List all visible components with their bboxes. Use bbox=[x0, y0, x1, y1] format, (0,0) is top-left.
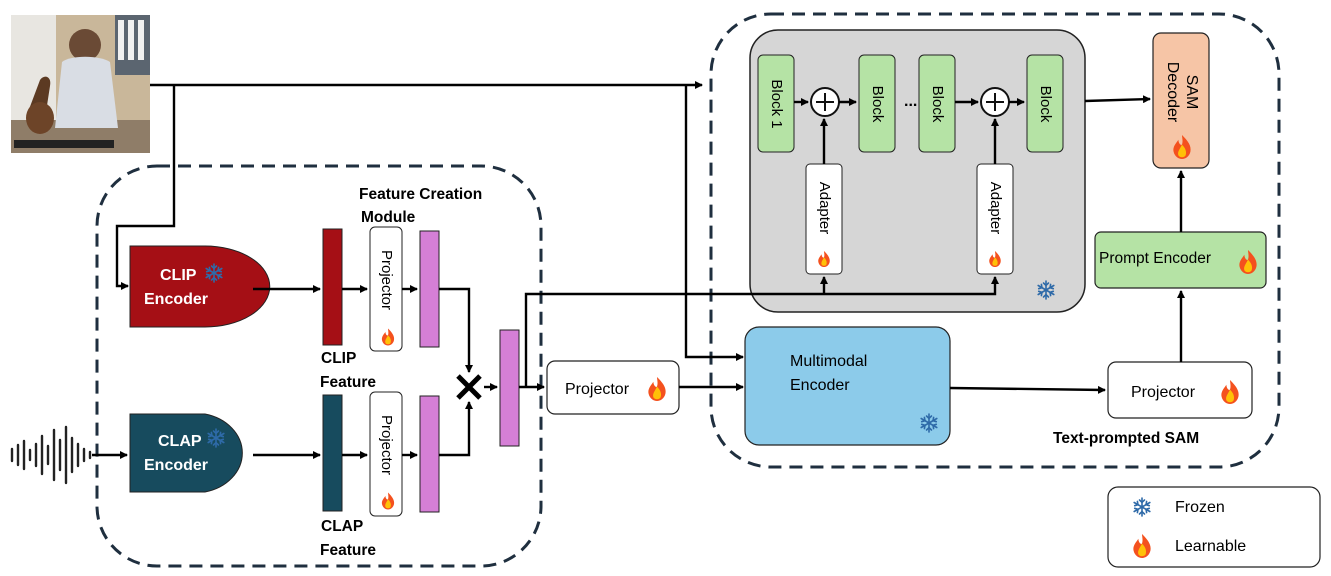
input-image bbox=[11, 15, 150, 153]
multiply-icon bbox=[456, 374, 482, 400]
svg-text:SAM: SAM bbox=[1183, 75, 1200, 110]
svg-text:CLAP: CLAP bbox=[158, 433, 202, 450]
svg-text:Projector: Projector bbox=[565, 381, 630, 398]
fusion-projector: Projector bbox=[546, 360, 680, 415]
svg-text:Prompt Encoder: Prompt Encoder bbox=[1099, 250, 1211, 267]
multimodal-encoder: Multimodal Encoder bbox=[744, 326, 951, 446]
feature-creation-module-region bbox=[95, 164, 543, 568]
sam-decoder: SAM Decoder bbox=[1152, 32, 1210, 169]
clip-feature-label: CLIP bbox=[321, 350, 356, 367]
clip-projected-feature bbox=[419, 230, 440, 348]
add-circle-2 bbox=[980, 87, 1010, 117]
svg-text:CLIP: CLIP bbox=[160, 267, 197, 284]
audio-waveform-icon bbox=[10, 425, 92, 485]
block-ellipsis: ... bbox=[904, 93, 917, 110]
svg-text:Adapter: Adapter bbox=[987, 182, 1004, 235]
svg-text:Decoder: Decoder bbox=[1164, 62, 1181, 123]
clap-projector: Projector bbox=[369, 391, 403, 517]
svg-text:Multimodal: Multimodal bbox=[790, 353, 867, 370]
svg-text:Projector: Projector bbox=[378, 250, 395, 310]
clap-projected-feature bbox=[419, 395, 440, 513]
clip-feature-bar bbox=[322, 228, 343, 346]
prompt-encoder: Prompt Encoder bbox=[1094, 231, 1267, 289]
svg-text:Projector: Projector bbox=[1131, 384, 1196, 401]
adapter-2: Adapter bbox=[976, 163, 1014, 275]
legend: Frozen Learnable bbox=[1107, 486, 1321, 568]
add-circle-1 bbox=[810, 87, 840, 117]
adapter-1: Adapter bbox=[805, 163, 843, 275]
svg-text:Encoder: Encoder bbox=[144, 291, 208, 308]
clip-projector: Projector bbox=[369, 226, 403, 352]
clap-encoder: CLAP Encoder bbox=[129, 413, 243, 493]
clip-encoder: CLIP Encoder bbox=[129, 245, 271, 328]
fused-feature bbox=[499, 329, 520, 447]
svg-text:Encoder: Encoder bbox=[790, 377, 850, 394]
clip-feature-label-2: Feature bbox=[320, 374, 376, 391]
connectors bbox=[92, 81, 1185, 459]
feature-creation-title-2: Module bbox=[361, 209, 416, 226]
block-2: Block bbox=[858, 54, 896, 153]
block-4: Block bbox=[1026, 54, 1064, 153]
legend-learnable-label: Learnable bbox=[1175, 538, 1246, 555]
sam-region-title: Text-prompted SAM bbox=[1053, 430, 1199, 447]
feature-creation-title: Feature Creation bbox=[359, 186, 482, 203]
svg-text:Block: Block bbox=[1037, 86, 1054, 123]
clap-feature-label: CLAP bbox=[321, 518, 363, 535]
svg-text:Block: Block bbox=[869, 86, 886, 123]
block-1: Block 1 bbox=[757, 54, 795, 153]
block-3: Block bbox=[918, 54, 956, 153]
legend-frozen-label: Frozen bbox=[1175, 499, 1225, 516]
clap-feature-bar bbox=[322, 394, 343, 512]
svg-text:Block: Block bbox=[929, 86, 946, 123]
svg-text:Encoder: Encoder bbox=[144, 457, 208, 474]
svg-text:Block 1: Block 1 bbox=[768, 79, 785, 128]
clap-feature-label-2: Feature bbox=[320, 542, 376, 559]
svg-text:Adapter: Adapter bbox=[816, 182, 833, 235]
sam-projector: Projector bbox=[1107, 361, 1253, 419]
svg-text:Projector: Projector bbox=[378, 415, 395, 475]
